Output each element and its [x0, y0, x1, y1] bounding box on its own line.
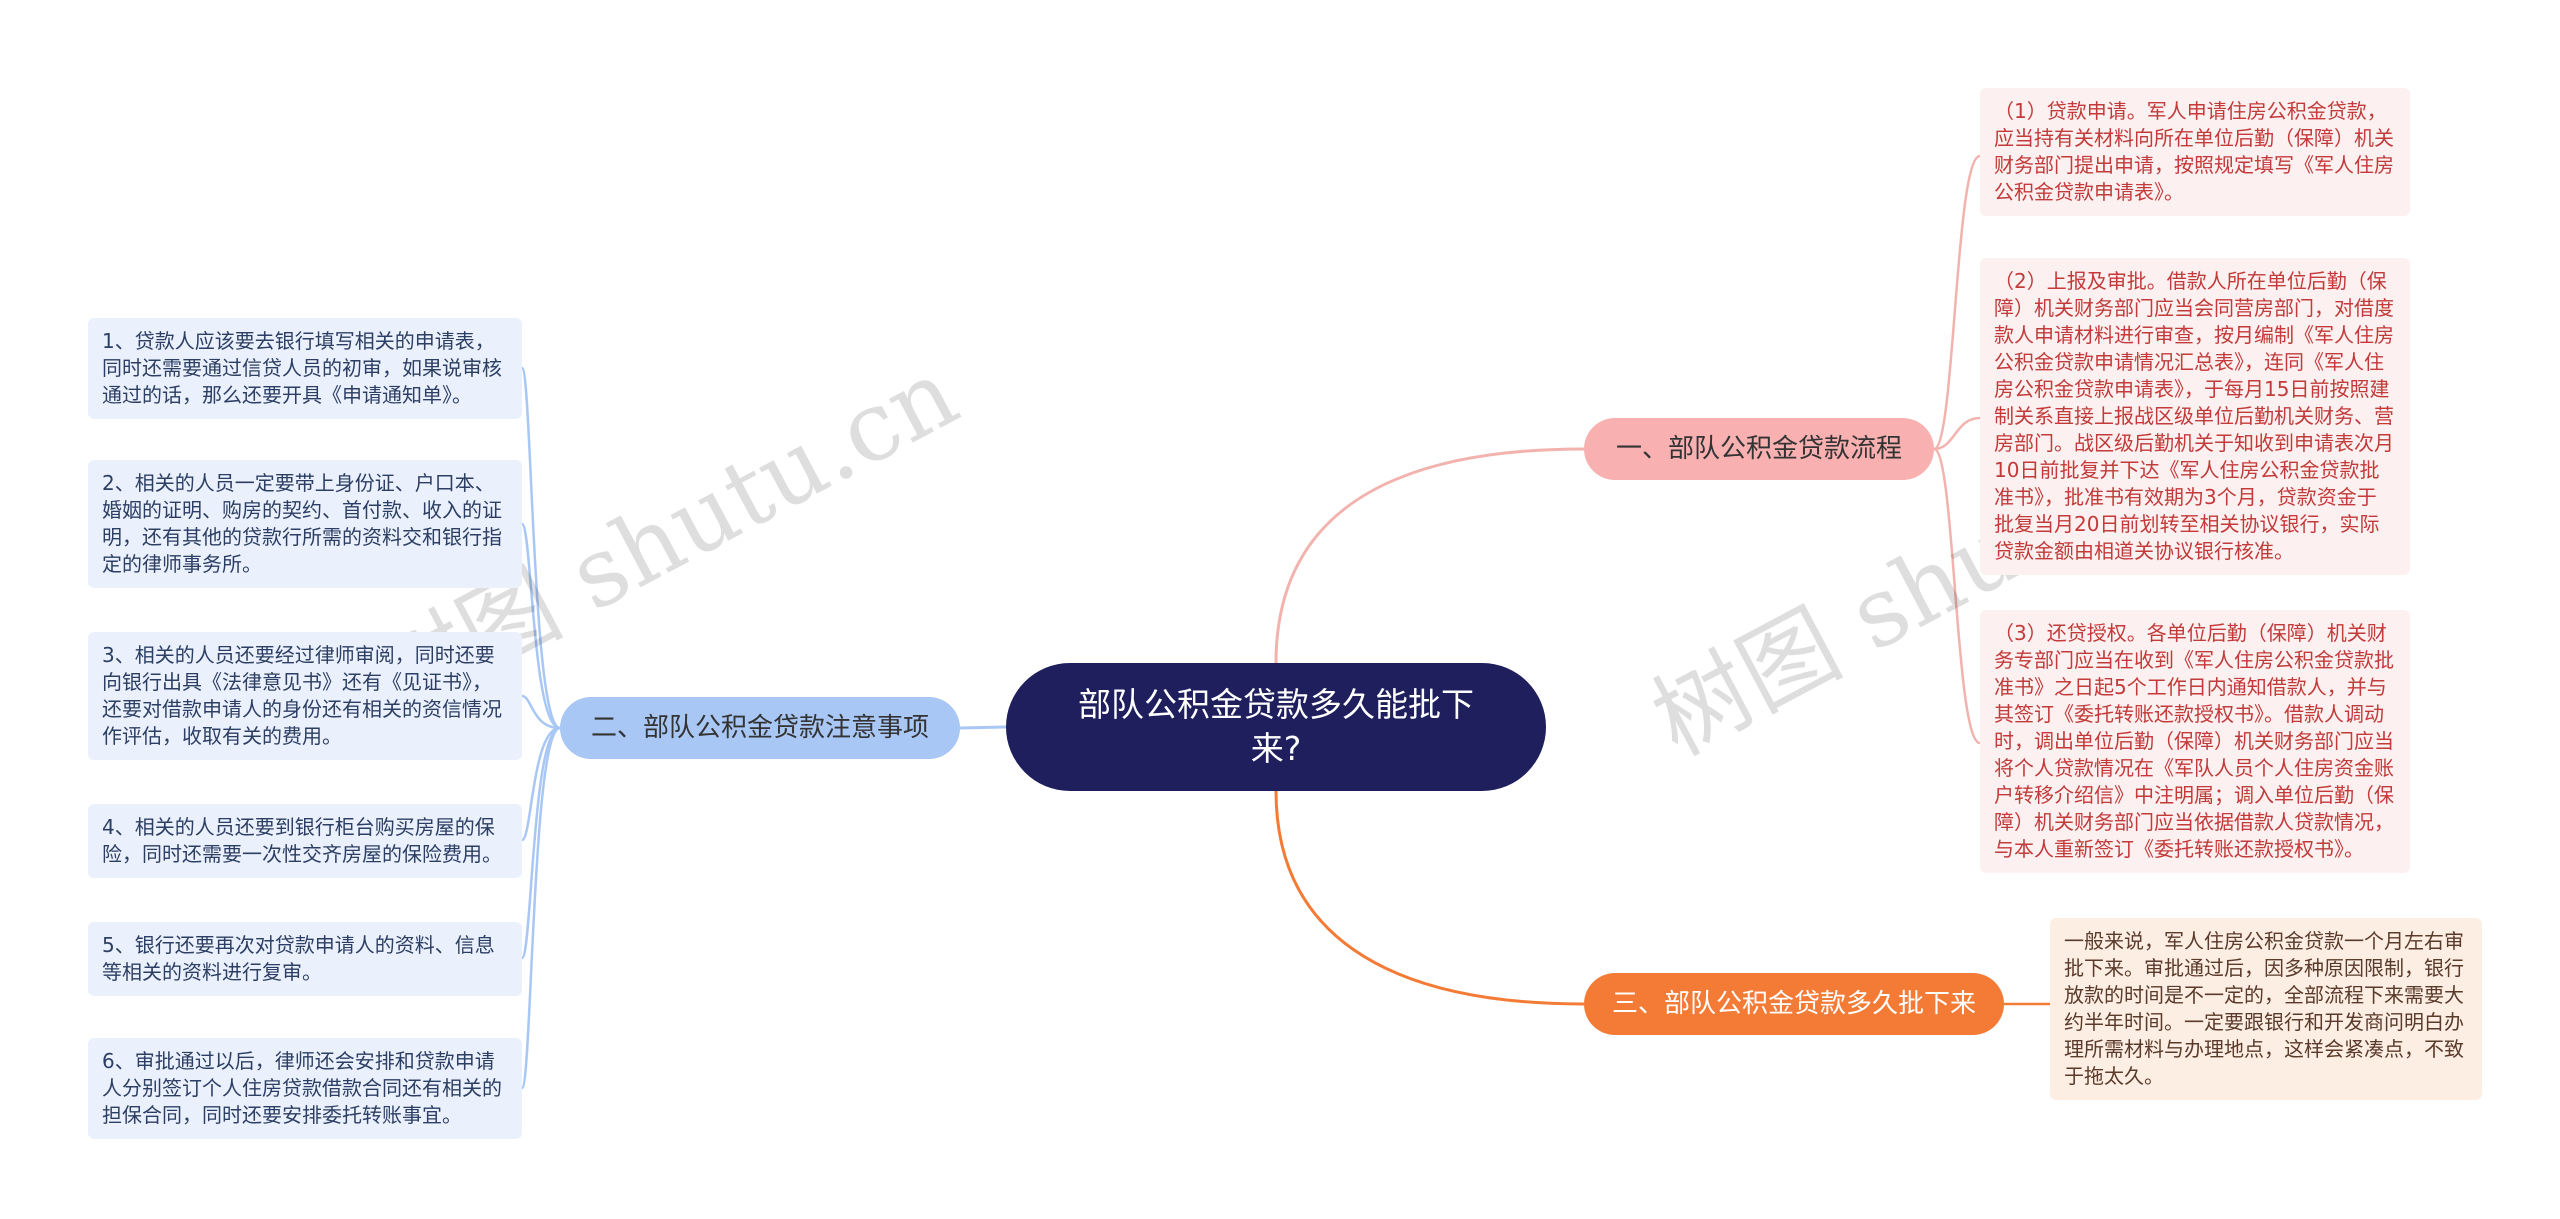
- link-notes-6: [520, 726, 561, 1090]
- link-notes-2: [520, 522, 561, 730]
- note-item-4[interactable]: 4、相关的人员还要到银行柜台购买房屋的保险，同时还需要一次性交齐房屋的保险费用。: [88, 804, 522, 878]
- note-item-4-text: 4、相关的人员还要到银行柜台购买房屋的保险，同时还需要一次性交齐房屋的保险费用。: [102, 815, 502, 866]
- branch-process[interactable]: 一、部队公积金贷款流程: [1584, 418, 1934, 480]
- link-root-notes: [959, 725, 1007, 730]
- link-root-process: [1274, 447, 1585, 664]
- process-step-1-text: （1）贷款申请。军人申请住房公积金贷款，应当持有关材料向所在单位后勤（保障）机关…: [1994, 99, 2394, 204]
- note-item-2[interactable]: 2、相关的人员一定要带上身份证、户口本、婚姻的证明、购房的契约、首付款、收入的证…: [88, 460, 522, 588]
- note-item-3-text: 3、相关的人员还要经过律师审阅，同时还要向银行出具《法律意见书》还有《见证书》，…: [102, 643, 502, 748]
- branch-process-label: 一、部队公积金贷款流程: [1615, 434, 1902, 464]
- process-step-3[interactable]: （3）还贷授权。各单位后勤（保障）机关财务专部门应当在收到《军人住房公积金贷款批…: [1980, 610, 2410, 873]
- duration-item-1-text: 一般来说，军人住房公积金贷款一个月左右审批下来。审批通过后，因多种原因限制，银行…: [2064, 929, 2464, 1088]
- duration-item-1[interactable]: 一般来说，军人住房公积金贷款一个月左右审批下来。审批通过后，因多种原因限制，银行…: [2050, 918, 2482, 1100]
- note-item-1[interactable]: 1、贷款人应该要去银行填写相关的申请表，同时还需要通过信贷人员的初审，如果说审核…: [88, 318, 522, 419]
- link-notes-3: [521, 694, 561, 730]
- branch-duration-label: 三、部队公积金贷款多久批下来: [1611, 989, 1976, 1019]
- note-item-6[interactable]: 6、审批通过以后，律师还会安排和贷款申请人分别签订个人住房贷款借款合同还有相关的…: [88, 1038, 522, 1139]
- note-item-2-text: 2、相关的人员一定要带上身份证、户口本、婚姻的证明、购房的契约、首付款、收入的证…: [102, 471, 502, 576]
- note-item-6-text: 6、审批通过以后，律师还会安排和贷款申请人分别签订个人住房贷款借款合同还有相关的…: [102, 1049, 502, 1127]
- branch-notes[interactable]: 二、部队公积金贷款注意事项: [560, 697, 960, 759]
- note-item-3[interactable]: 3、相关的人员还要经过律师审阅，同时还要向银行出具《法律意见书》还有《见证书》，…: [88, 632, 522, 760]
- note-item-5-text: 5、银行还要再次对贷款申请人的资料、信息等相关的资料进行复审。: [102, 933, 495, 984]
- link-notes-1: [520, 366, 561, 730]
- note-item-1-text: 1、贷款人应该要去银行填写相关的申请表，同时还需要通过信贷人员的初审，如果说审核…: [102, 329, 502, 407]
- root-topic[interactable]: 部队公积金贷款多久能批下来?: [1006, 663, 1546, 791]
- link-process-2: [1933, 416, 1981, 451]
- note-item-5[interactable]: 5、银行还要再次对贷款申请人的资料、信息等相关的资料进行复审。: [88, 922, 522, 996]
- process-step-2[interactable]: （2）上报及审批。借款人所在单位后勤（保障）机关财务部门应当会同营房部门，对借度…: [1980, 258, 2410, 575]
- process-step-3-text: （3）还贷授权。各单位后勤（保障）机关财务专部门应当在收到《军人住房公积金贷款批…: [1994, 621, 2394, 861]
- link-process-3: [1933, 447, 1981, 745]
- link-process-1: [1933, 154, 1981, 451]
- process-step-2-text: （2）上报及审批。借款人所在单位后勤（保障）机关财务部门应当会同营房部门，对借度…: [1994, 269, 2394, 563]
- link-notes-4: [520, 726, 561, 842]
- branch-notes-label: 二、部队公积金贷款注意事项: [590, 713, 929, 743]
- root-topic-label: 部队公积金贷款多久能批下来?: [1078, 685, 1474, 768]
- process-step-1[interactable]: （1）贷款申请。军人申请住房公积金贷款，应当持有关材料向所在单位后勤（保障）机关…: [1980, 88, 2410, 216]
- link-notes-5: [520, 726, 561, 960]
- branch-duration[interactable]: 三、部队公积金贷款多久批下来: [1584, 973, 2004, 1035]
- link-root-duration: [1274, 790, 1585, 1006]
